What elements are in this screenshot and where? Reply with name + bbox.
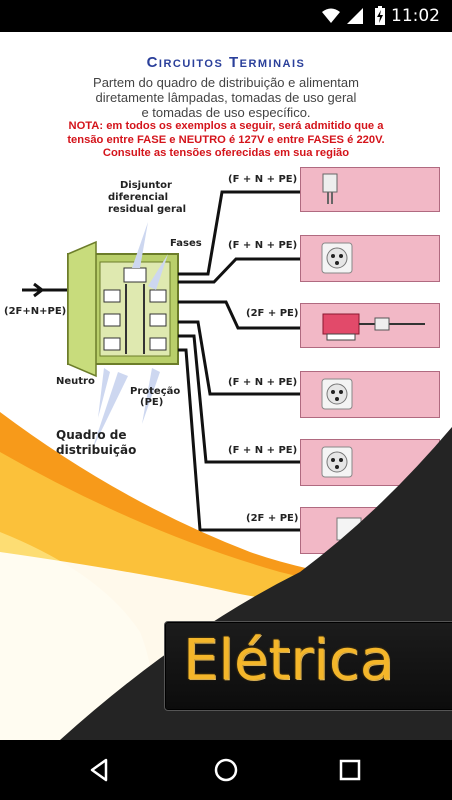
lamp-icon <box>322 173 338 204</box>
outlet-icon <box>321 378 353 410</box>
shower-icon <box>322 313 425 341</box>
circuit-label: (2F + PE) <box>246 513 299 524</box>
circuit-label: (F + N + PE) <box>228 240 298 251</box>
dr-label-line: diferencial <box>108 192 169 203</box>
intro-line: e tomadas de uso específico. <box>141 105 311 120</box>
home-button[interactable] <box>210 754 242 786</box>
intro-line: diretamente lâmpadas, tomadas de uso ger… <box>95 90 357 105</box>
circuit-label: (F + N + PE) <box>228 174 298 185</box>
circuit-label: (2F + PE) <box>246 308 299 319</box>
navigation-bar <box>0 740 452 800</box>
battery-charging-icon <box>375 6 385 25</box>
circuit-panel <box>300 371 440 418</box>
clock: 11:02 <box>391 6 440 26</box>
protecao-label: Proteção (PE) <box>130 386 181 408</box>
diagram-title: Circuitos Terminais <box>146 54 306 71</box>
quadro-label: Quadro de distribuição <box>56 428 137 457</box>
brand-text: Elétrica <box>183 628 395 693</box>
intro-line: Partem do quadro de distribuição e alime… <box>93 75 359 90</box>
note-line: NOTA: em todos os exemplos a seguir, ser… <box>68 120 384 132</box>
wifi-icon <box>322 8 340 23</box>
note-line: Consulte as tensões oferecidas em sua re… <box>102 147 350 159</box>
circuit-panel <box>300 303 440 348</box>
fases-label: Fases <box>170 238 202 249</box>
input-label: (2F+N+PE) <box>4 306 67 317</box>
note-line: tensão entre FASE e NEUTRO é 127V e entr… <box>67 133 385 146</box>
recents-button[interactable] <box>334 754 366 786</box>
circuit-label: (F + N + PE) <box>228 445 298 456</box>
outlet-icon <box>321 446 353 478</box>
dr-label-line: residual geral <box>108 204 187 215</box>
note: NOTA: em todos os exemplos a seguir, ser… <box>0 120 452 161</box>
neutro-label: Neutro <box>56 376 95 387</box>
circuit-panel <box>300 235 440 282</box>
signal-icon <box>347 8 363 24</box>
outlet-icon <box>321 242 353 274</box>
diagram-image: Circuitos Terminais Partem do quadro de … <box>0 32 452 740</box>
brand-banner: Elétrica <box>164 621 452 711</box>
status-bar: 11:02 <box>0 0 452 32</box>
circuit-label: (F + N + PE) <box>228 377 298 388</box>
diagram-intro: Partem do quadro de distribuição e alime… <box>0 75 452 120</box>
circuit-panel <box>300 167 440 212</box>
wiring-diagram <box>22 190 300 532</box>
back-button[interactable] <box>84 754 116 786</box>
dr-label: Disjuntor <box>120 180 172 191</box>
